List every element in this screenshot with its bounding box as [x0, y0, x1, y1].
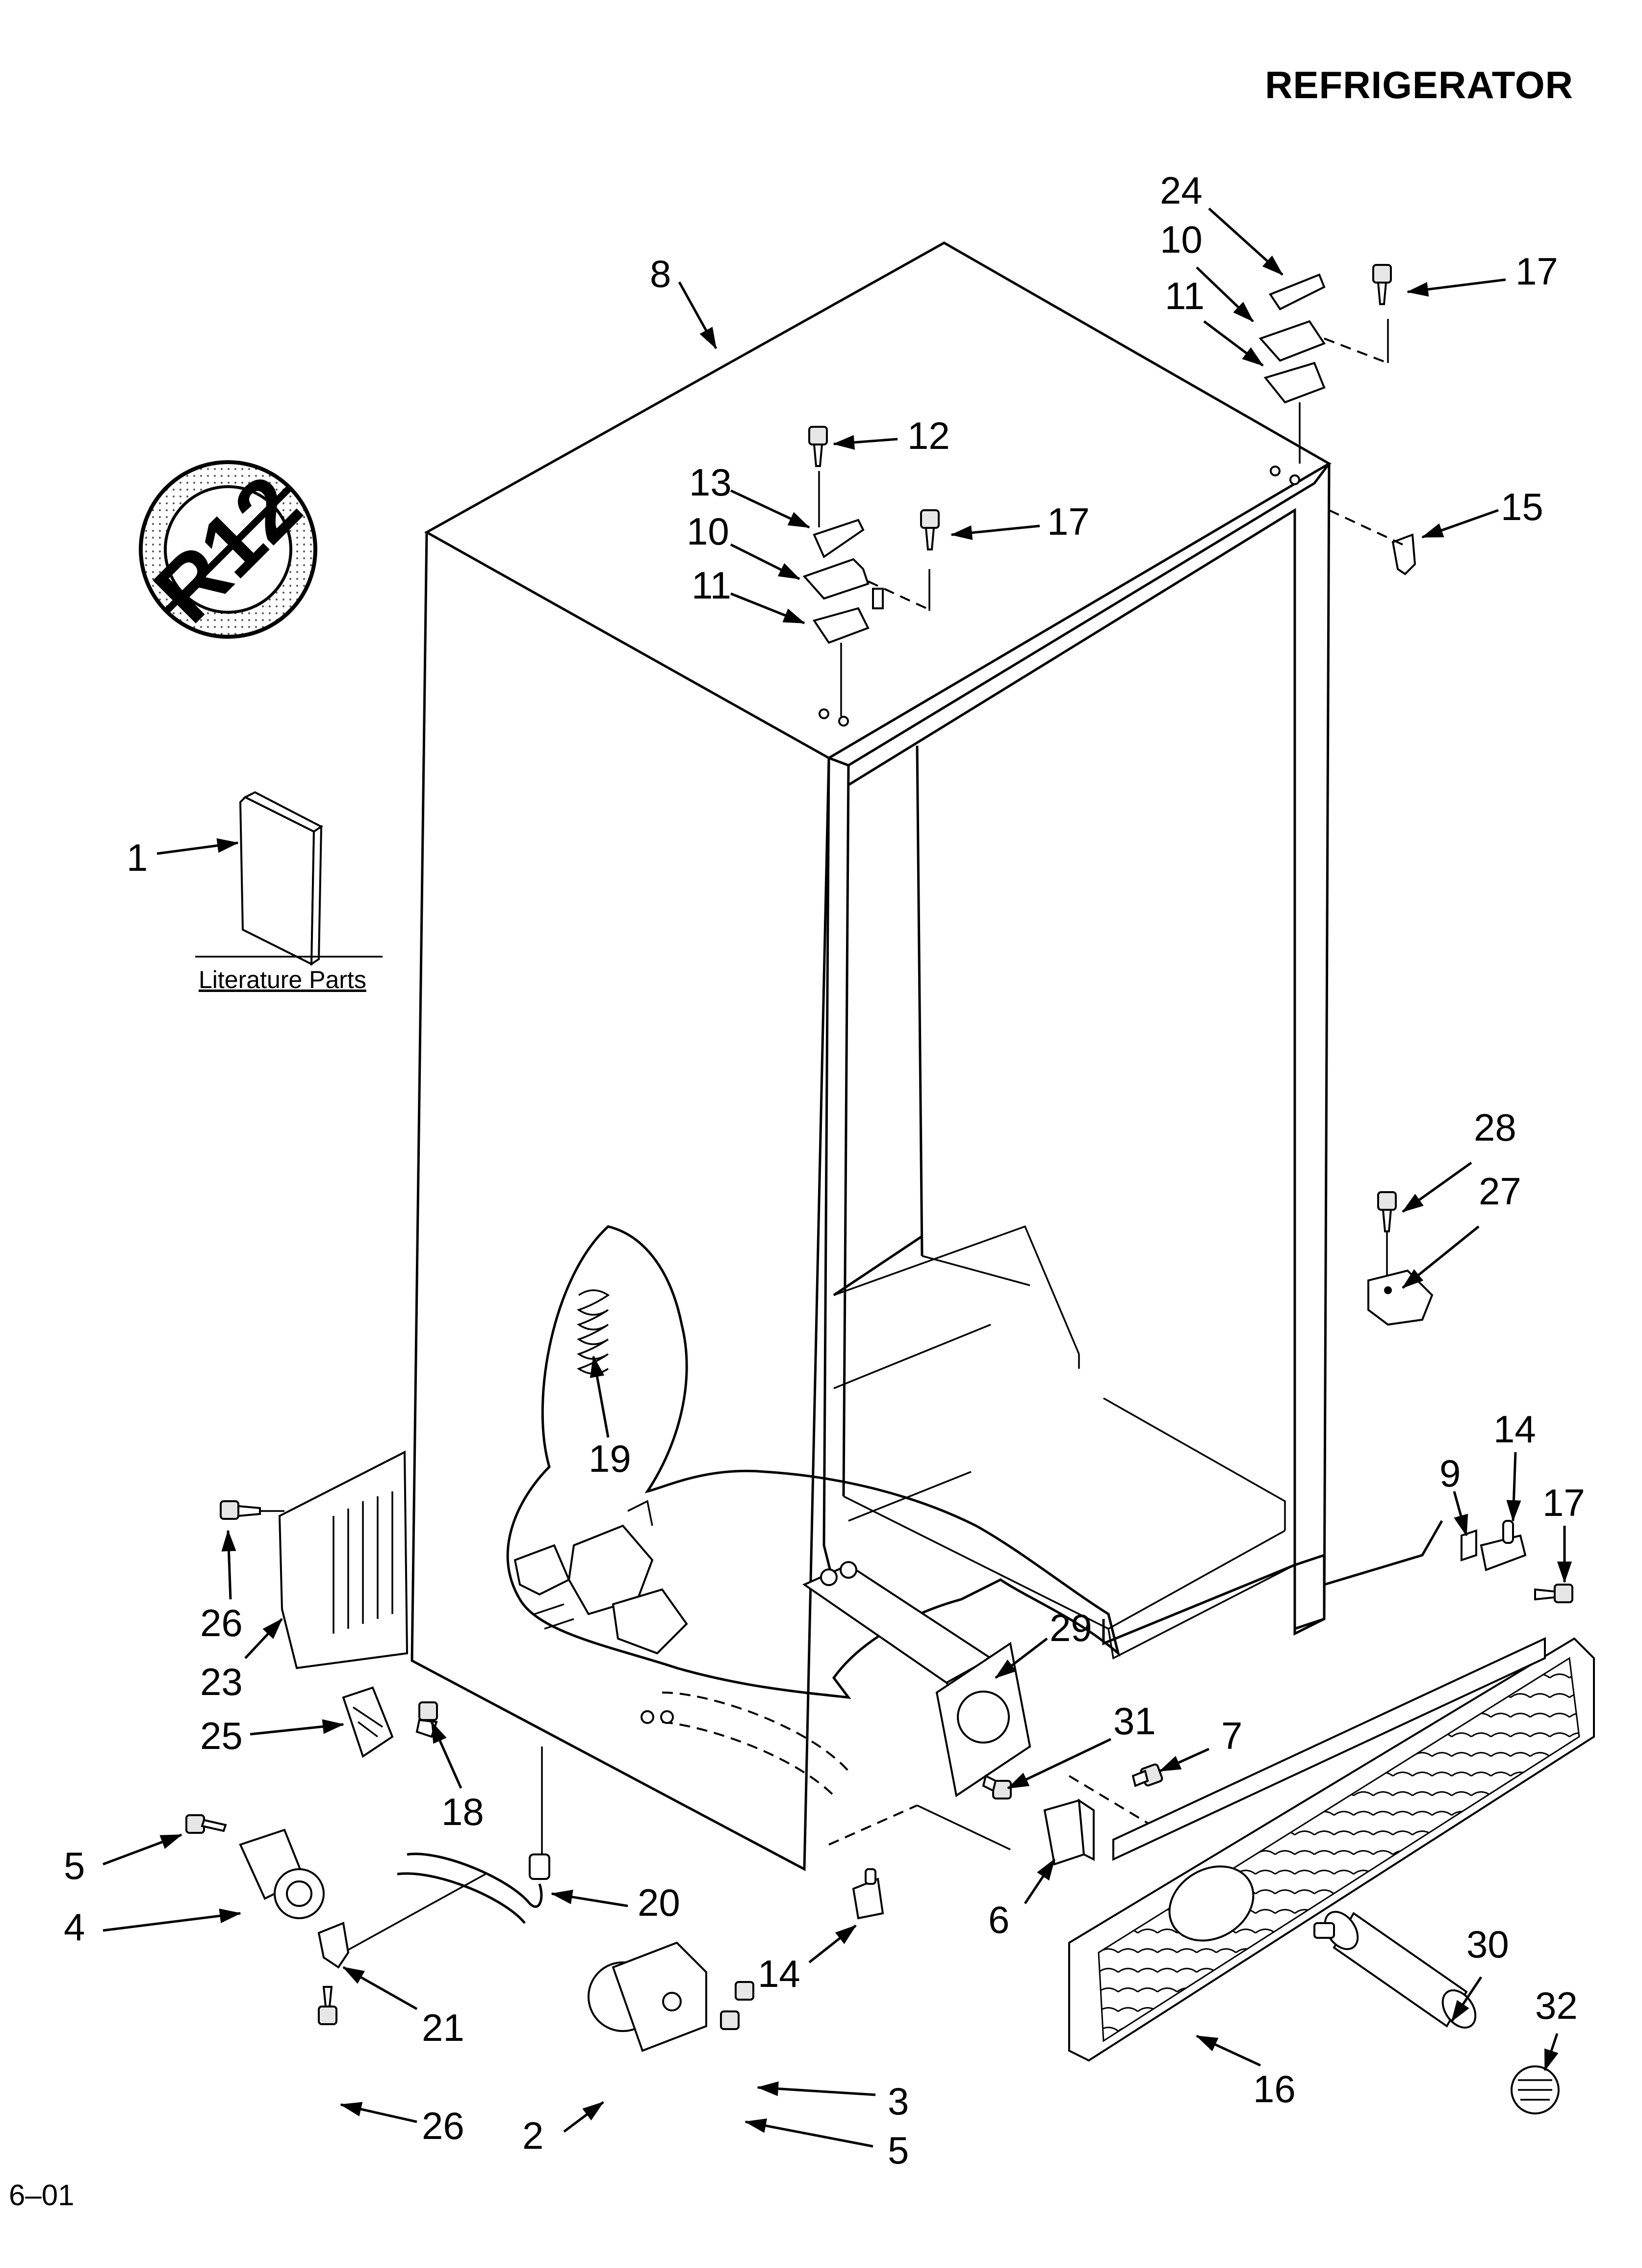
- callout-7: 7: [1221, 1714, 1242, 1757]
- drain-tube-clamp: [317, 1922, 350, 2025]
- callout-numbers: 24 10 11 17 8 12 13 17 10 11 15 1 28 27 …: [64, 169, 1585, 2172]
- callout-leader-lines: [103, 208, 1572, 2148]
- grille-screws: [982, 1763, 1163, 1799]
- callout-10: 10: [687, 510, 729, 553]
- defrost-drain-spring: [577, 1289, 610, 1375]
- water-filter-cartridge: [1313, 1911, 1560, 2114]
- callout-4: 4: [64, 1905, 85, 1949]
- callout-3: 3: [888, 2080, 909, 2123]
- rear-roller-assembly: [185, 1814, 325, 1919]
- callout-8: 8: [650, 252, 671, 295]
- callout-27: 27: [1479, 1170, 1521, 1213]
- callout-12: 12: [907, 414, 950, 457]
- callout-1: 1: [127, 836, 148, 879]
- callout-23: 23: [200, 1660, 243, 1703]
- callout-11: 11: [1165, 274, 1205, 317]
- drain-tube: [343, 1747, 550, 1954]
- callout-29: 29: [1050, 1606, 1092, 1649]
- machine-compartment-cover: [220, 1450, 409, 1669]
- callout-6: 6: [988, 1898, 1009, 1941]
- callout-17: 17: [1542, 1481, 1585, 1524]
- callout-26: 26: [200, 1601, 243, 1644]
- cabinet-cutaway: [506, 1225, 1121, 1699]
- grille-mounting-bracket: [828, 1775, 1168, 1866]
- callout-26: 26: [422, 2104, 464, 2147]
- cabinet-body: [410, 241, 1332, 1872]
- callout-9: 9: [1439, 1452, 1461, 1495]
- callout-32: 32: [1535, 1984, 1578, 2027]
- front-roller-assembly: [588, 1941, 754, 2052]
- left-top-hinge-assembly: [802, 426, 940, 727]
- lower-hinge-small: [852, 1868, 884, 1920]
- callout-30: 30: [1466, 1923, 1509, 1966]
- callout-17: 17: [1515, 250, 1558, 293]
- water-filter-housing: [802, 1561, 1031, 1798]
- door-closing-cam: [1367, 1191, 1434, 1326]
- callout-17: 17: [1047, 500, 1090, 543]
- callout-31: 31: [1113, 1699, 1156, 1743]
- callout-2: 2: [522, 2114, 543, 2157]
- right-top-hinge-assembly: [1258, 264, 1392, 485]
- wire-clip-bracket: [342, 1686, 438, 1758]
- callout-15: 15: [1501, 485, 1543, 528]
- callout-18: 18: [441, 1790, 484, 1833]
- literature-parts-label: Literature Parts: [199, 966, 366, 993]
- compressor-relay-components: [513, 1500, 688, 1655]
- no-r12-refrigerant-icon: R12: [135, 457, 320, 641]
- callout-14: 14: [758, 1952, 800, 1995]
- water-tubing: [641, 1692, 849, 1797]
- callout-14: 14: [1493, 1408, 1536, 1451]
- callout-21: 21: [422, 2006, 464, 2049]
- callout-24: 24: [1160, 169, 1203, 212]
- base-grille: [1068, 1637, 1595, 2062]
- callout-16: 16: [1253, 2067, 1296, 2111]
- callout-11: 11: [692, 564, 731, 607]
- callout-10: 10: [1160, 218, 1203, 261]
- callout-19: 19: [589, 1437, 631, 1480]
- callout-5: 5: [64, 1844, 85, 1887]
- lower-hinge-assembly: [1324, 1520, 1573, 1603]
- page-title: REFRIGERATOR: [1265, 63, 1573, 106]
- literature-booklet: [195, 791, 383, 966]
- callout-28: 28: [1474, 1106, 1516, 1149]
- callout-20: 20: [638, 1881, 680, 1924]
- callout-25: 25: [200, 1714, 243, 1757]
- door-stop-clip: [1329, 509, 1416, 575]
- callout-5: 5: [888, 2129, 909, 2172]
- callout-13: 13: [689, 461, 732, 504]
- page-footer-code: 6–01: [9, 2179, 75, 2212]
